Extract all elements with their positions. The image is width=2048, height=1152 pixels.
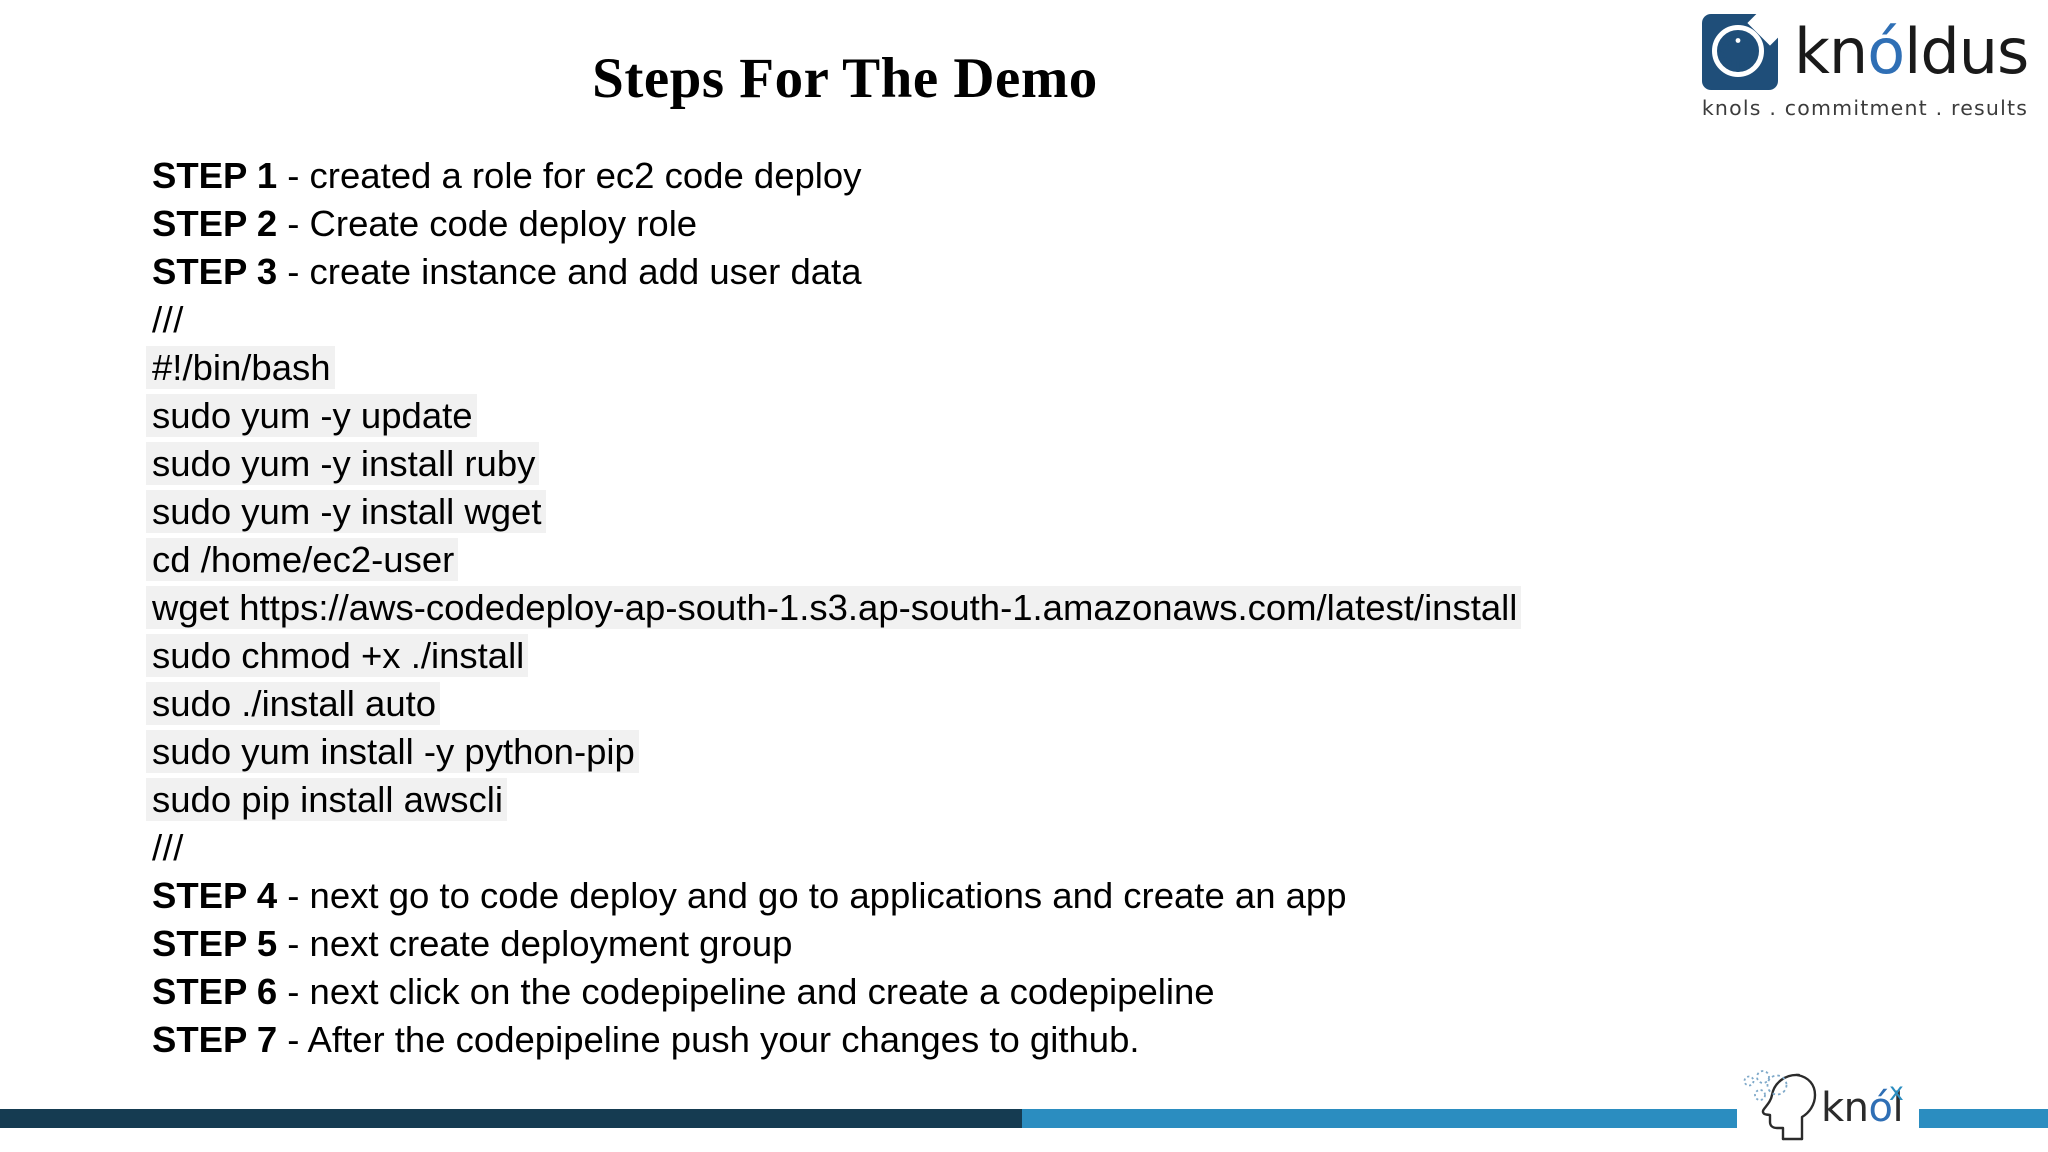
page-title: Steps For The Demo — [592, 47, 1098, 110]
code-line: sudo yum -y update — [146, 392, 1952, 440]
step-label: STEP 6 — [152, 971, 278, 1012]
step-label: STEP 4 — [152, 875, 278, 916]
code-text: sudo yum -y update — [146, 394, 477, 437]
knoldus-word-accent: ó — [1867, 14, 1905, 88]
separator-text: /// — [152, 827, 184, 868]
knoldus-word-after: ldus — [1904, 14, 2029, 88]
step-description: - next create deployment group — [277, 923, 793, 964]
knoldus-tagline: knols . commitment . results — [1701, 96, 2029, 120]
step-label: STEP 2 — [152, 203, 278, 244]
code-text: sudo chmod +x ./install — [146, 634, 529, 677]
knolx-word-before: kn — [1821, 1085, 1869, 1131]
knoldus-maple-leaf-badge-icon — [1700, 0, 1793, 92]
code-line: cd /home/ec2-user — [146, 536, 1952, 584]
thinking-head-profile-icon — [1743, 1070, 1817, 1141]
step-description: - After the codepipeline push your chang… — [277, 1019, 1140, 1060]
step-description: - created a role for ec2 code deploy — [277, 155, 862, 196]
step-line: STEP 5 - next create deployment group — [152, 920, 1952, 968]
step-label: STEP 5 — [152, 923, 278, 964]
knolx-word-accent: ó — [1868, 1085, 1893, 1131]
separator-line: /// — [152, 296, 1952, 344]
step-line: STEP 4 - next go to code deploy and go t… — [152, 872, 1952, 920]
code-text: sudo yum install -y python-pip — [146, 730, 639, 773]
maple-leaf-icon — [1719, 32, 1757, 72]
code-line: sudo pip install awscli — [146, 776, 1952, 824]
step-description: - create instance and add user data — [277, 251, 862, 292]
knolx-superscript-x: x — [1889, 1077, 1904, 1106]
step-description: - next go to code deploy and go to appli… — [277, 875, 1347, 916]
code-text: sudo yum -y install wget — [146, 490, 546, 533]
footer-bar-dark — [0, 1109, 1022, 1128]
step-line: STEP 6 - next click on the codepipeline … — [152, 968, 1952, 1016]
badge-ring — [1712, 25, 1764, 77]
step-label: STEP 1 — [152, 155, 278, 196]
step-line: STEP 7 - After the codepipeline push you… — [152, 1016, 1952, 1064]
knoldus-logo-row: knóldus — [1700, 0, 2030, 94]
code-line: wget https://aws-codedeploy-ap-south-1.s… — [146, 584, 1952, 632]
knolx-logo-inner: knól x — [1737, 1067, 1919, 1152]
code-text: sudo yum -y install ruby — [146, 442, 540, 485]
step-line: STEP 1 - created a role for ec2 code dep… — [152, 152, 1952, 200]
knolx-logo: knól x — [1737, 1067, 1919, 1152]
code-text: wget https://aws-codedeploy-ap-south-1.s… — [146, 586, 1522, 629]
knoldus-logo: knóldus knols . commitment . results — [1700, 0, 2030, 122]
code-text: #!/bin/bash — [146, 346, 335, 389]
separator-text: /// — [152, 299, 184, 340]
code-text: cd /home/ec2-user — [146, 538, 459, 581]
step-label: STEP 7 — [152, 1019, 278, 1060]
separator-line: /// — [152, 824, 1952, 872]
step-description: - Create code deploy role — [277, 203, 698, 244]
code-line: sudo yum install -y python-pip — [146, 728, 1952, 776]
step-line: STEP 3 - create instance and add user da… — [152, 248, 1952, 296]
code-line: sudo yum -y install ruby — [146, 440, 1952, 488]
code-line: #!/bin/bash — [146, 344, 1952, 392]
knolx-word-after: l — [1892, 1085, 1904, 1131]
code-line: sudo chmod +x ./install — [146, 632, 1952, 680]
step-description: - next click on the codepipeline and cre… — [277, 971, 1215, 1012]
step-line: STEP 2 - Create code deploy role — [152, 200, 1952, 248]
code-text: sudo pip install awscli — [146, 778, 507, 821]
code-text: sudo ./install auto — [146, 682, 441, 725]
knolx-wordmark: knól — [1821, 1085, 1904, 1131]
knoldus-word-before: kn — [1794, 14, 1868, 88]
code-line: sudo yum -y install wget — [146, 488, 1952, 536]
slide-body: STEP 1 - created a role for ec2 code dep… — [146, 152, 1952, 1064]
step-label: STEP 3 — [152, 251, 278, 292]
knoldus-wordmark: knóldus — [1794, 20, 2029, 82]
code-line: sudo ./install auto — [146, 680, 1952, 728]
